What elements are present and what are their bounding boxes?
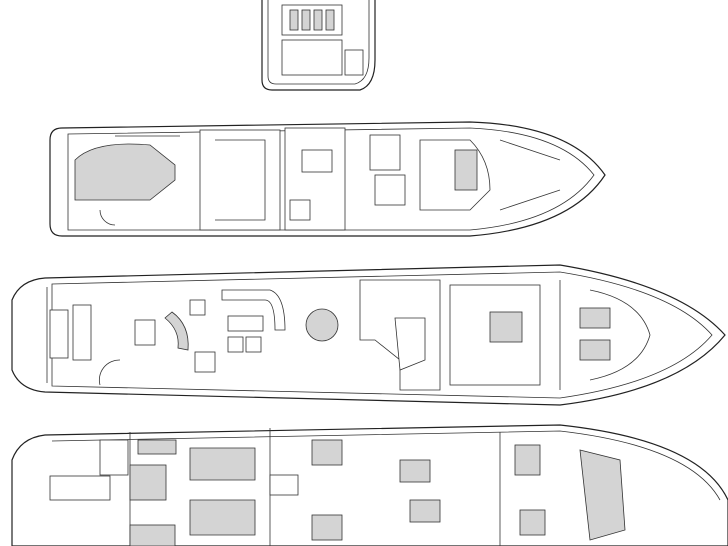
main-deck (11, 264, 726, 406)
bridge-deck (49, 121, 606, 237)
lower-deck (11, 424, 728, 546)
sun-deck (261, 0, 376, 91)
